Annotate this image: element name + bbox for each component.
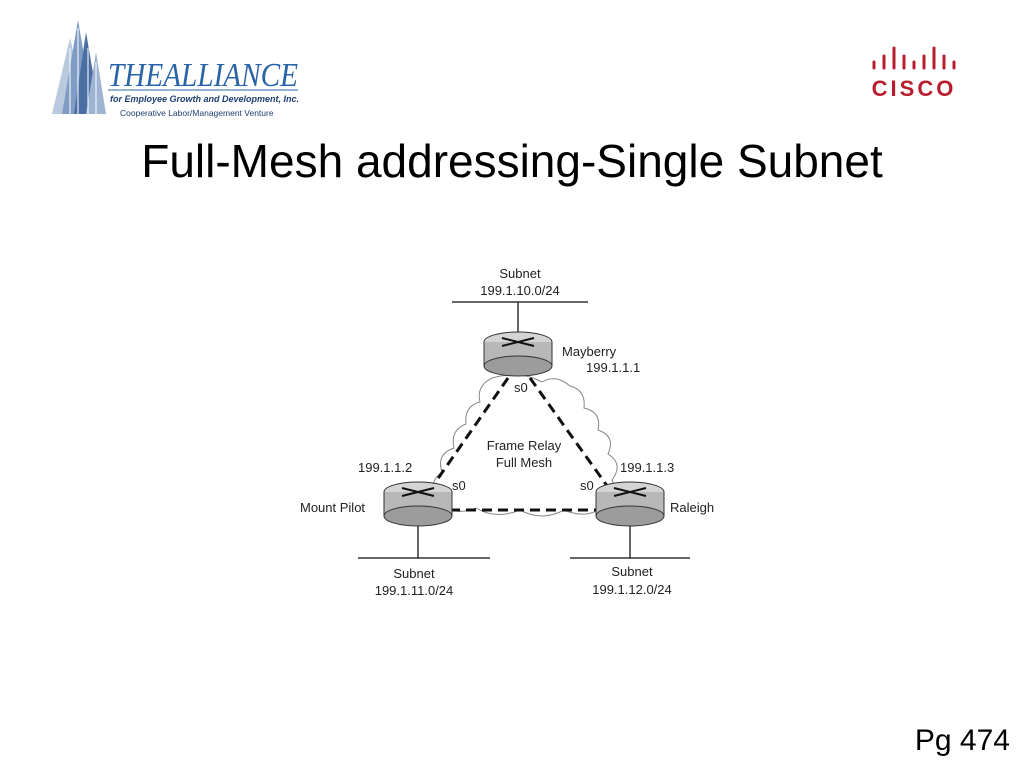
pvc-links <box>428 377 612 512</box>
alliance-logo-name: THEALLIANCE <box>108 57 298 94</box>
alliance-logo: THEALLIANCE for Employee Growth and Deve… <box>52 20 299 118</box>
top-subnet-address: 199.1.10.0/24 <box>480 283 560 298</box>
cisco-logo-text: CISCO <box>872 76 957 101</box>
left-subnet-address: 199.1.11.0/24 <box>375 583 454 598</box>
alliance-logo-tagline: for Employee Growth and Development, Inc… <box>110 94 299 104</box>
mount-pilot-router <box>358 481 490 559</box>
mount-pilot-interface: s0 <box>452 478 466 493</box>
slide-title: Full-Mesh addressing-Single Subnet <box>141 135 883 187</box>
mayberry-interface: s0 <box>514 380 528 395</box>
cisco-bars-icon <box>872 46 956 70</box>
mayberry-name: Mayberry <box>562 344 617 359</box>
right-subnet-label: Subnet <box>611 564 653 579</box>
cloud-label-line1: Frame Relay <box>487 438 562 453</box>
mount-pilot-ip: 199.1.1.2 <box>358 460 412 475</box>
raleigh-ip: 199.1.1.3 <box>620 460 674 475</box>
left-subnet-label: Subnet <box>393 566 435 581</box>
mayberry-router <box>483 331 553 377</box>
raleigh-name: Raleigh <box>670 500 714 515</box>
building-icon <box>52 20 106 114</box>
right-subnet-address: 199.1.12.0/24 <box>592 582 672 597</box>
pvc-mayberry-mountpilot <box>428 377 510 491</box>
router-arrows-icon <box>501 337 535 347</box>
page-number: Pg 474 <box>914 724 1010 757</box>
router-arrows-icon <box>613 487 647 497</box>
cloud-label-line2: Full Mesh <box>496 455 552 470</box>
mayberry-ip: 199.1.1.1 <box>586 360 640 375</box>
raleigh-interface: s0 <box>580 478 594 493</box>
mount-pilot-name: Mount Pilot <box>300 500 365 515</box>
network-diagram: Subnet 199.1.10.0/24 Mayberry 199.1.1.1 … <box>300 266 714 598</box>
router-arrows-icon <box>401 487 435 497</box>
top-subnet: Subnet 199.1.10.0/24 <box>452 266 588 334</box>
cisco-logo: CISCO <box>872 46 957 101</box>
pvc-mayberry-raleigh <box>528 377 612 491</box>
raleigh-router <box>570 481 690 559</box>
top-subnet-label: Subnet <box>499 266 541 281</box>
alliance-logo-subtitle: Cooperative Labor/Management Venture <box>120 108 274 118</box>
